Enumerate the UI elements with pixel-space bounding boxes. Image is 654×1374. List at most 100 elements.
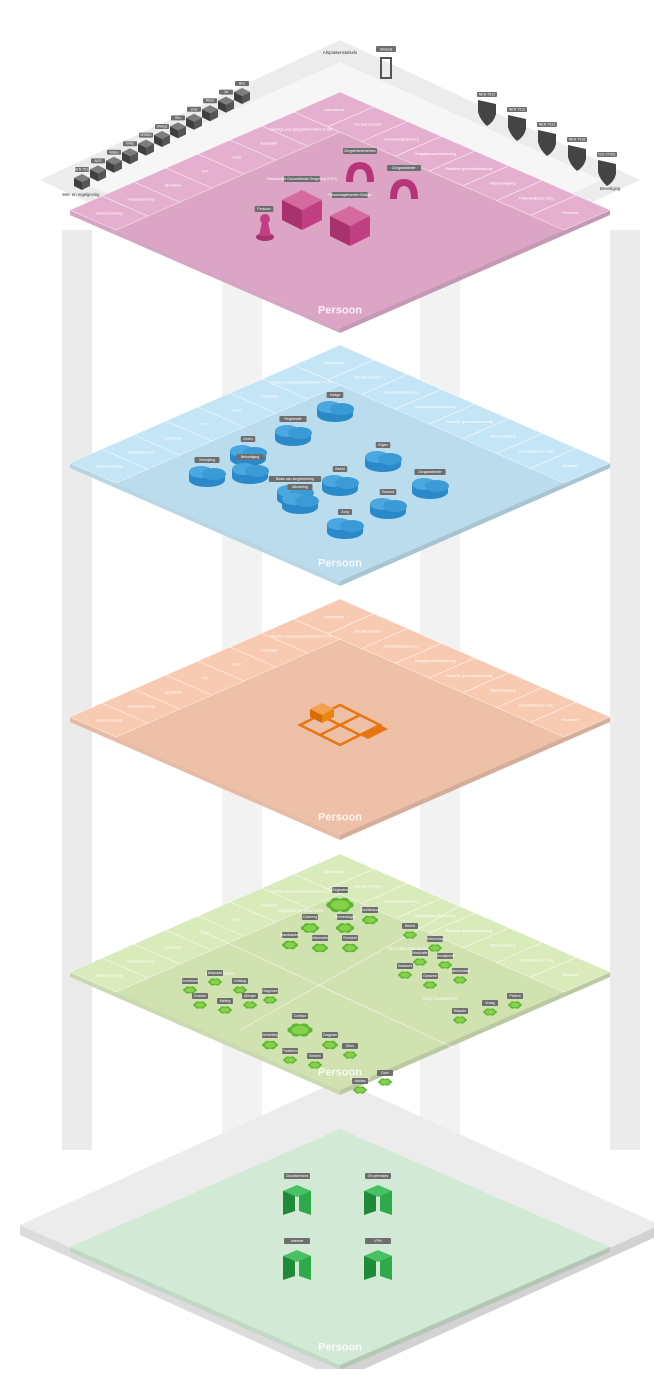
sector-label: Wijkverpleging (490, 181, 516, 186)
item-tag (232, 978, 248, 984)
item-tag-text: Zorgaanbieder (392, 166, 416, 170)
gear-icon (510, 1002, 520, 1008)
sector-label: Gehandicaptenzorg (384, 389, 419, 394)
cluster-label: Gegevens en informatie (277, 908, 324, 913)
item-tag (452, 1008, 468, 1014)
item-tag-text: Zorgaanbieder (418, 470, 442, 474)
item-tag-text: Internet (291, 1239, 303, 1243)
shield-tag-text: NEN 7512 (509, 108, 526, 112)
item-tag (322, 1032, 338, 1038)
sector-label: Jeugdgezondheidszorg (414, 913, 455, 918)
item-tag (379, 489, 397, 495)
item-tag-text: Terminologie (335, 915, 355, 919)
item-tag (284, 1173, 310, 1179)
inner-field (115, 894, 565, 1090)
sector-label: Gehandicaptenzorg (384, 136, 419, 141)
sector-ring: ZiekenhuiszorgHuisartsenzorgApotheekVVTG… (69, 598, 611, 835)
server-side-left (90, 169, 98, 182)
item-tag-text: Overdracht (181, 979, 199, 983)
gear-icon (304, 924, 316, 932)
server-top (170, 122, 186, 131)
sector-label: Huisartsenzorg (128, 704, 155, 709)
gear-icon (324, 1042, 336, 1048)
server-tag (219, 89, 233, 95)
sector-label: Ziekenhuiszorg (95, 973, 122, 978)
item-tag (282, 932, 298, 938)
cloud-icon (383, 500, 407, 512)
item-tag (326, 392, 344, 398)
sector-label: Apotheek (165, 183, 182, 188)
sector-label: VVT (201, 676, 209, 681)
sector-label: Overige overgangsbehoeften in Zvt (270, 380, 333, 385)
sector-ring: ZiekenhuiszorgHuisartsenzorgApotheekVVTG… (69, 344, 611, 581)
sector-label: Laboratoria (324, 360, 345, 365)
layer-2-items: InzageRegistratieDelenVerwijzingEigenBee… (189, 392, 449, 539)
item-tag (507, 993, 523, 999)
frame-top-tag (376, 46, 396, 52)
sector-label: Huisartsenzorg (128, 959, 155, 964)
item-tag (422, 973, 438, 979)
item-tag-text: Verwijsbrief (436, 954, 454, 958)
item-tag-text: Zorg (341, 510, 348, 514)
gear-icon (235, 987, 245, 993)
gear-icon (185, 987, 195, 993)
item-tag-text: Bekostiging (241, 455, 260, 459)
server-side-right (98, 169, 106, 182)
item-tag-text: Gegevens (332, 888, 349, 892)
item-tag-text: Zorgverlenerbeheer (344, 149, 376, 153)
item-tag (194, 457, 220, 463)
item-tag (362, 907, 378, 913)
gear-icon (344, 945, 356, 951)
sector-label: Ziekenhuiszorg (95, 464, 122, 469)
factory-icon (330, 216, 350, 246)
item-tag (332, 466, 348, 472)
server-side-left (218, 100, 226, 113)
server-side-left (154, 135, 162, 147)
item-tag-text: Persoonlijke Gezondheids Omgeving (PGO) (267, 177, 338, 181)
box-icon (310, 709, 322, 723)
cluster-divider (239, 899, 471, 1031)
item-tag-text: Delen (243, 437, 252, 441)
item-tag-text: Zorgplan (323, 1033, 337, 1037)
item-tag (332, 192, 368, 198)
sector-label: Apotheek (165, 690, 182, 695)
cloud-icon (340, 520, 364, 532)
gear-icon (265, 997, 275, 1003)
sector-label: Laboratoria (324, 107, 345, 112)
frame-top-label: Afsprakenstelsels (323, 50, 358, 55)
item-tag (236, 454, 264, 460)
gear-icon (425, 982, 435, 988)
item-tag (414, 469, 446, 475)
layer-edge-left (70, 1247, 340, 1370)
gear-icon (339, 924, 351, 932)
shield-tag-text: NEN 7513 (539, 123, 556, 127)
item-tag (240, 436, 256, 442)
sector-label: Farmacie (562, 717, 579, 722)
shield-icon (568, 145, 586, 171)
server-side-right (210, 109, 218, 122)
item-tag-text: Allergie (244, 994, 256, 998)
server-side-right (178, 126, 186, 139)
item-tag-text: Eenheid (343, 936, 356, 940)
item-tag-text: Cloudservices (286, 1174, 309, 1178)
item-tag (312, 935, 328, 941)
item-tag-text: Uitvoering (292, 485, 308, 489)
gear-icon (485, 1009, 495, 1015)
server-side-left (106, 160, 114, 173)
server-side-right (226, 100, 234, 113)
shield-tag (567, 137, 587, 142)
item-tag (352, 1078, 368, 1084)
cloud-icon (378, 453, 402, 465)
item-tag (337, 914, 353, 920)
factory-icon (302, 200, 322, 230)
server-tag-text: WGBO (140, 133, 152, 137)
gear-icon (415, 959, 425, 965)
sector-label: Eerstelijn (261, 141, 277, 146)
layer-edge-left (70, 972, 340, 1095)
item-tag-text: Opname (423, 974, 437, 978)
